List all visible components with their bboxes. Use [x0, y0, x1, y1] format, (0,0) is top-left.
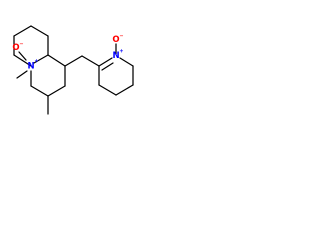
- bond: [81, 55, 100, 67]
- bond: [18, 51, 27, 61]
- bond: [47, 85, 66, 97]
- atom-label: N: [112, 51, 119, 61]
- molecule-diagram: N + O − N + O −: [12, 25, 134, 115]
- atom-n1: N +: [27, 59, 38, 72]
- atom-o2: O −: [112, 34, 123, 46]
- charge-label: +: [119, 49, 123, 55]
- charge-label: +: [34, 59, 38, 65]
- bond: [30, 25, 49, 37]
- bond: [33, 54, 49, 64]
- charge-label: −: [19, 42, 23, 48]
- bond: [101, 62, 114, 71]
- charge-label: −: [119, 34, 123, 40]
- atom-n2: N +: [112, 49, 123, 62]
- atom-label: N: [27, 62, 34, 72]
- bond: [64, 55, 83, 67]
- bond: [13, 25, 32, 37]
- bond: [98, 57, 113, 67]
- bond: [47, 54, 66, 67]
- bonds-substituents: [16, 51, 100, 115]
- bonds-upper-ring: [13, 25, 49, 67]
- bond: [16, 70, 28, 79]
- bond: [30, 85, 49, 97]
- atom-o1: O −: [12, 42, 23, 54]
- bond: [13, 54, 32, 67]
- atom-label: O: [12, 43, 19, 53]
- bond: [115, 84, 134, 96]
- bonds-right-ring: [98, 43, 134, 96]
- structure-canvas: N + O − N + O −: [0, 0, 150, 150]
- bond: [119, 57, 134, 67]
- bond: [98, 84, 117, 96]
- bonds-lower-ring: [30, 54, 66, 97]
- atom-label: O: [112, 35, 119, 45]
